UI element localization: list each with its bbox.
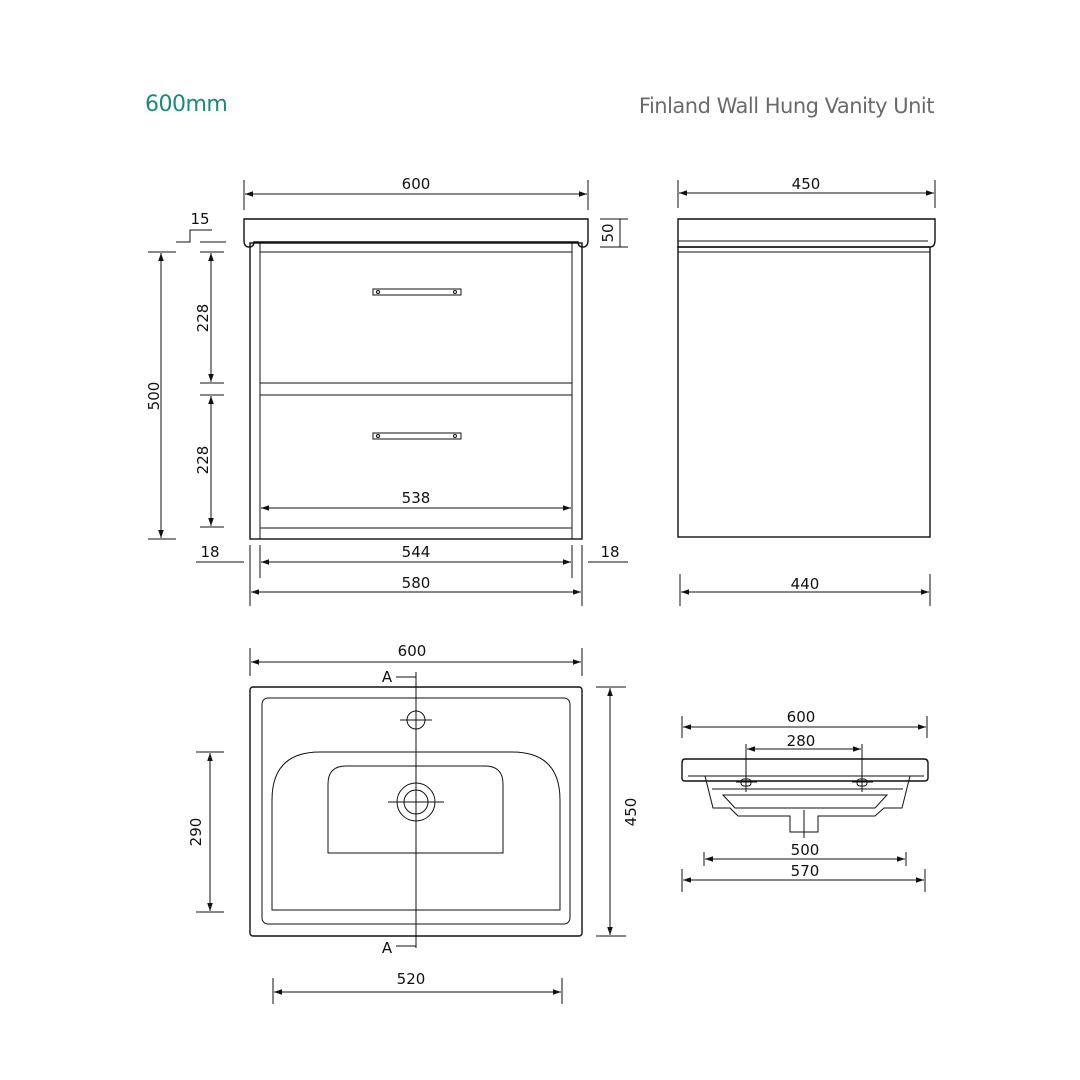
cabinet-body [249,242,583,540]
dim-bowl-520: 520 [397,970,426,988]
product-title: Finland Wall Hung Vanity Unit [638,94,935,118]
dim-bowl-290: 290 [187,818,205,847]
handle-top [372,288,462,296]
dim-top-50: 50 [599,223,617,242]
dim-front-600: 600 [402,175,431,193]
dim-height-500: 500 [145,382,163,411]
dim-section-500: 500 [791,841,820,859]
section-marker-bottom: A [382,939,393,957]
dim-overhang-15: 15 [190,210,209,228]
dim-section-600: 600 [787,708,816,726]
dim-inner-538: 538 [402,489,431,507]
basin-section: 600 280 500 570 [681,708,929,892]
dim-drawer-228-bottom: 228 [194,446,212,475]
size-title: 600mm [145,92,228,117]
side-view: 450 440 [677,175,936,606]
dim-basin-450: 450 [622,798,640,827]
dim-cabinet-580: 580 [402,574,431,592]
dim-side-450: 450 [792,175,821,193]
basin-plan: A A 600 290 450 520 [187,642,640,1004]
dim-drawer-544: 544 [402,543,431,561]
countertop [243,218,589,248]
dim-side-440: 440 [791,575,820,593]
dim-side-right-18: 18 [600,543,619,561]
dim-section-570: 570 [791,862,820,880]
front-view: 600 50 15 500 228 228 538 544 18 18 [145,175,628,606]
handle-bottom [372,432,462,440]
section-marker-top: A [382,668,393,686]
dim-side-left-18: 18 [200,543,219,561]
dim-drawer-228-top: 228 [194,304,212,333]
dim-basin-600: 600 [398,642,427,660]
dim-tap-centres-280: 280 [787,732,816,750]
